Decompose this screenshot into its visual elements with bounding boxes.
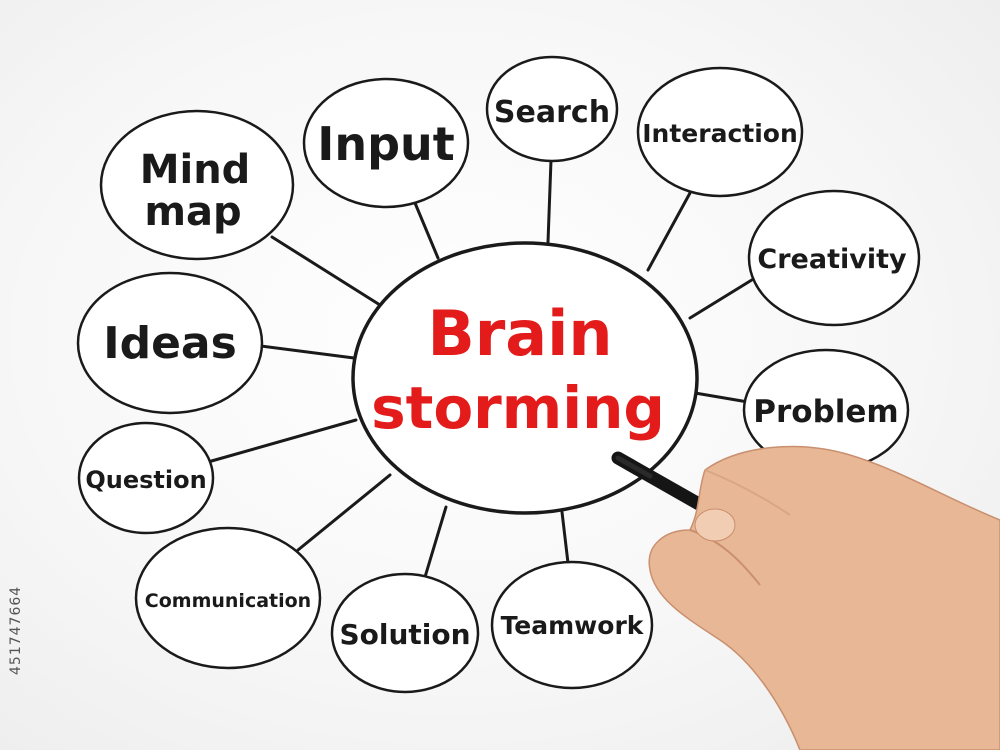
connector-search <box>546 158 553 244</box>
stock-id-watermark: 451747664 <box>8 585 24 675</box>
connector-teamwork <box>560 510 570 565</box>
center-bubble <box>351 241 699 515</box>
connector-ideas <box>251 343 356 360</box>
hand-with-pen <box>611 445 1000 750</box>
connector-lines <box>206 158 757 579</box>
node-label-communication: Communication <box>145 590 311 612</box>
bubble-input <box>302 77 470 209</box>
bubble-question <box>77 421 215 535</box>
node-label-mind-map-line2: map <box>144 189 241 235</box>
bubble-interaction <box>636 66 804 198</box>
connector-solution <box>423 505 448 579</box>
node-label-input: Input <box>317 117 455 171</box>
bubble-creativity <box>747 189 921 327</box>
center-title-line1: Brain <box>427 297 612 370</box>
connector-question <box>206 418 358 464</box>
node-label-question: Question <box>85 466 206 494</box>
node-label-solution: Solution <box>339 618 470 651</box>
bubble-search <box>485 55 619 163</box>
connector-creativity <box>688 276 757 320</box>
node-label-search: Search <box>494 95 610 130</box>
bubble-mind-map <box>99 109 295 261</box>
bubble-teamwork <box>490 560 654 690</box>
connector-interaction <box>646 191 692 272</box>
node-label-interaction: Interaction <box>642 119 798 148</box>
node-label-mind-map-line1: Mind <box>140 147 251 193</box>
node-label-creativity: Creativity <box>757 244 907 275</box>
node-bubbles <box>76 55 921 694</box>
bubble-communication <box>134 526 322 670</box>
connector-mind-map <box>270 235 382 307</box>
connector-input <box>413 201 440 260</box>
center-title-line2: storming <box>371 374 665 442</box>
node-label-teamwork: Teamwork <box>501 611 645 640</box>
connector-problem <box>693 391 750 404</box>
node-label-ideas: Ideas <box>103 318 237 369</box>
bubble-ideas <box>76 271 264 415</box>
node-label-problem: Problem <box>753 394 898 430</box>
hand <box>648 445 1000 750</box>
connector-communication <box>296 473 392 552</box>
bubble-solution <box>330 572 480 694</box>
thumbnail <box>694 508 736 542</box>
